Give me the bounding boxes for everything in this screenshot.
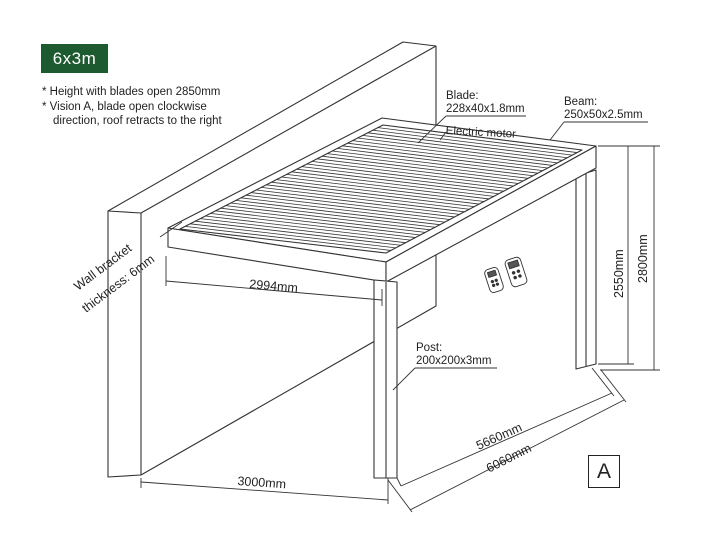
front-post (373, 279, 398, 479)
blade-line (266, 184, 470, 210)
blade-line (357, 137, 558, 164)
blade-line (251, 192, 455, 218)
blade-line (347, 142, 548, 169)
back-post (575, 169, 597, 370)
blade-spec: 228x40x1.8mm (446, 103, 525, 115)
note-vision-cont: direction, roof retracts to the right (53, 115, 222, 127)
blade-line (372, 129, 573, 156)
blade-line (337, 148, 538, 174)
blade-line (200, 218, 406, 244)
blade-line (230, 202, 436, 228)
dimension-lines (140, 145, 660, 513)
blade-title: Blade: (446, 90, 479, 102)
beam-spec: 250x50x2.5mm (564, 109, 643, 121)
blade-line (377, 127, 578, 153)
blade-line (316, 158, 519, 184)
blade-line (185, 226, 391, 251)
blade-line (256, 189, 460, 215)
blade-line (352, 140, 553, 166)
notes: * Height with blades open 2850mm * Visio… (42, 85, 222, 129)
dim-outer-height: 2800mm (636, 234, 650, 283)
size-badge: 6x3m (41, 44, 108, 73)
blade-line (235, 200, 440, 226)
blade-line (276, 179, 480, 205)
blade-line (245, 194, 450, 220)
blade-line (342, 145, 543, 171)
post-title: Post: (416, 342, 443, 354)
note-vision: * Vision A, blade open clockwise (42, 100, 207, 113)
blade-line (240, 197, 445, 223)
blade-line (195, 220, 401, 246)
blade-line (210, 213, 416, 238)
model-letter-box: A (588, 455, 620, 488)
blade-line (367, 132, 568, 159)
blade-line (261, 187, 465, 213)
blade-line (190, 223, 396, 249)
post-spec: 200x200x3mm (416, 355, 492, 367)
blade-line (205, 215, 411, 241)
dim-inner-height: 2550mm (612, 249, 626, 298)
blade-line (281, 176, 485, 202)
blade-line (286, 174, 489, 200)
blade-line (322, 155, 524, 182)
note-height: * Height with blades open 2850mm (42, 86, 221, 98)
blade-line (215, 210, 421, 236)
blade-line (311, 161, 514, 187)
blade-line (332, 150, 534, 177)
blade-line (327, 153, 529, 179)
beam-title: Beam: (564, 96, 598, 108)
leader-lines (159, 115, 648, 391)
blade-line (301, 166, 504, 192)
blade-line (225, 205, 431, 231)
remote-controls (484, 256, 528, 293)
blade-line (271, 181, 475, 208)
blade-line (362, 135, 563, 161)
blade-line (291, 171, 494, 197)
louvre-blades (185, 127, 578, 251)
blade-line (220, 207, 426, 233)
blade-line (296, 168, 499, 195)
blade-line (306, 163, 509, 190)
